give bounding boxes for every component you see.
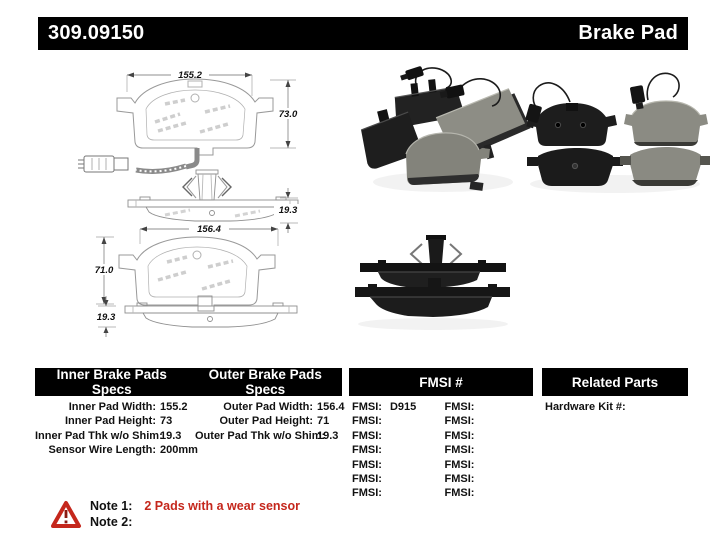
fmsi-value: D915 xyxy=(389,401,417,413)
dim-inner-thickness: 19.3 xyxy=(279,205,298,216)
fmsi-label: FMSI: xyxy=(444,401,475,413)
fmsi-label: FMSI: xyxy=(352,472,382,485)
fmsi-label: FMSI: xyxy=(444,487,475,500)
fmsi-label: FMSI: xyxy=(352,487,382,500)
spec-row: Outer Pad Width: 156.4 xyxy=(195,400,365,414)
fmsi-row: FMSI: FMSI: xyxy=(352,472,537,486)
outer-pad-side-outline xyxy=(124,295,298,328)
spec-row: Inner Pad Width: 155.2 xyxy=(35,400,215,414)
fmsi-row: FMSI: FMSI: xyxy=(352,486,537,500)
related-part-label: Hardware Kit #: xyxy=(545,401,626,413)
note-1-text: 2 Pads with a wear sensor xyxy=(144,499,300,513)
note-2-label: Note 2: xyxy=(90,515,133,529)
outer-pad-front-outline xyxy=(118,236,276,312)
dim-outer-height: 71.0 xyxy=(95,265,114,276)
fmsi-label: FMSI: xyxy=(444,415,475,428)
spec-value: 73 xyxy=(160,415,173,428)
fmsi-label: FMSI: xyxy=(444,444,475,457)
related-parts-list: Hardware Kit #: xyxy=(545,400,695,414)
fmsi-row: FMSI: FMSI: xyxy=(352,458,537,472)
fmsi-row: FMSI: FMSI: xyxy=(352,414,537,428)
note-2: Note 2: xyxy=(90,514,300,530)
fmsi-row: FMSI: FMSI: xyxy=(352,443,537,457)
technical-drawing: 155.2 73.0 xyxy=(78,69,303,337)
spec-label: Inner Pad Height: xyxy=(64,415,156,428)
spec-row: Inner Pad Thk w/o Shim: 19.3 xyxy=(35,429,215,443)
fmsi-label: FMSI: xyxy=(352,401,382,413)
inner-specs-list: Inner Pad Width: 155.2 Inner Pad Height:… xyxy=(35,400,215,458)
spec-row: Sensor Wire Length: 200mm xyxy=(35,443,215,457)
spec-row: Outer Pad Thk w/o Shim: 19.3 xyxy=(195,429,365,443)
notes-block: Note 1: 2 Pads with a wear sensor Note 2… xyxy=(90,498,300,530)
dim-inner-width: 155.2 xyxy=(178,70,202,81)
spec-label: Sensor Wire Length: xyxy=(48,444,156,457)
spec-label: Inner Pad Width: xyxy=(68,401,156,413)
spec-row: Inner Pad Height: 73 xyxy=(35,414,215,428)
fmsi-list: FMSI: D915 FMSI: FMSI: FMSI: FMSI: FMSI: … xyxy=(352,400,537,501)
wear-sensor-drawing xyxy=(78,148,200,174)
related-parts-header: Related Parts xyxy=(571,374,659,390)
spec-label: Outer Pad Thk w/o Shim: xyxy=(195,429,326,442)
fmsi-header: FMSI # xyxy=(419,374,463,390)
pads-specs-header-bar: Inner Brake Pads Specs Outer Brake Pads … xyxy=(35,367,342,397)
brake-pads-photo-edge xyxy=(355,235,510,330)
inner-pad-front-outline xyxy=(116,78,274,156)
spec-value: 19.3 xyxy=(317,429,339,442)
spec-value: 200mm xyxy=(160,444,198,457)
spec-label: Outer Pad Height: xyxy=(219,415,313,428)
dim-outer-thickness: 19.3 xyxy=(97,312,116,323)
fmsi-label: FMSI: xyxy=(444,429,475,442)
brake-pads-photo-left xyxy=(360,66,531,192)
spec-value: 155.2 xyxy=(160,401,188,413)
part-number: 309.09150 xyxy=(48,22,145,44)
note-1-label: Note 1: xyxy=(90,499,133,513)
fmsi-label: FMSI: xyxy=(352,415,382,428)
inner-pad-side-outline xyxy=(127,169,299,222)
dim-outer-width: 156.4 xyxy=(197,224,221,235)
outer-specs-header: Outer Brake Pads Specs xyxy=(208,367,322,397)
fmsi-label: FMSI: xyxy=(352,444,382,457)
fmsi-row: FMSI: D915 FMSI: xyxy=(352,400,537,414)
fmsi-header-bar: FMSI # xyxy=(349,368,533,396)
spec-value: 19.3 xyxy=(160,429,182,442)
outer-specs-list: Outer Pad Width: 156.4 Outer Pad Height:… xyxy=(195,400,365,443)
related-part-row: Hardware Kit #: xyxy=(545,400,695,414)
fmsi-label: FMSI: xyxy=(352,429,382,442)
spec-value: 71 xyxy=(317,415,330,428)
fmsi-row: FMSI: FMSI: xyxy=(352,429,537,443)
title-bar: 309.09150 Brake Pad xyxy=(38,17,688,50)
spec-label: Inner Pad Thk w/o Shim: xyxy=(35,429,163,442)
related-parts-header-bar: Related Parts xyxy=(542,368,688,396)
spec-label: Outer Pad Width: xyxy=(223,401,313,413)
fmsi-label: FMSI: xyxy=(444,472,475,485)
inner-specs-header: Inner Brake Pads Specs xyxy=(56,367,167,397)
product-title: Brake Pad xyxy=(578,22,678,44)
spec-row: Outer Pad Height: 71 xyxy=(195,414,365,428)
dim-inner-height: 73.0 xyxy=(279,109,298,120)
note-1: Note 1: 2 Pads with a wear sensor xyxy=(90,498,300,514)
warning-triangle-icon xyxy=(51,501,81,528)
fmsi-label: FMSI: xyxy=(444,458,475,471)
spec-value: 156.4 xyxy=(317,401,345,413)
brake-pads-photo-right xyxy=(525,72,710,193)
fmsi-label: FMSI: xyxy=(352,458,382,471)
